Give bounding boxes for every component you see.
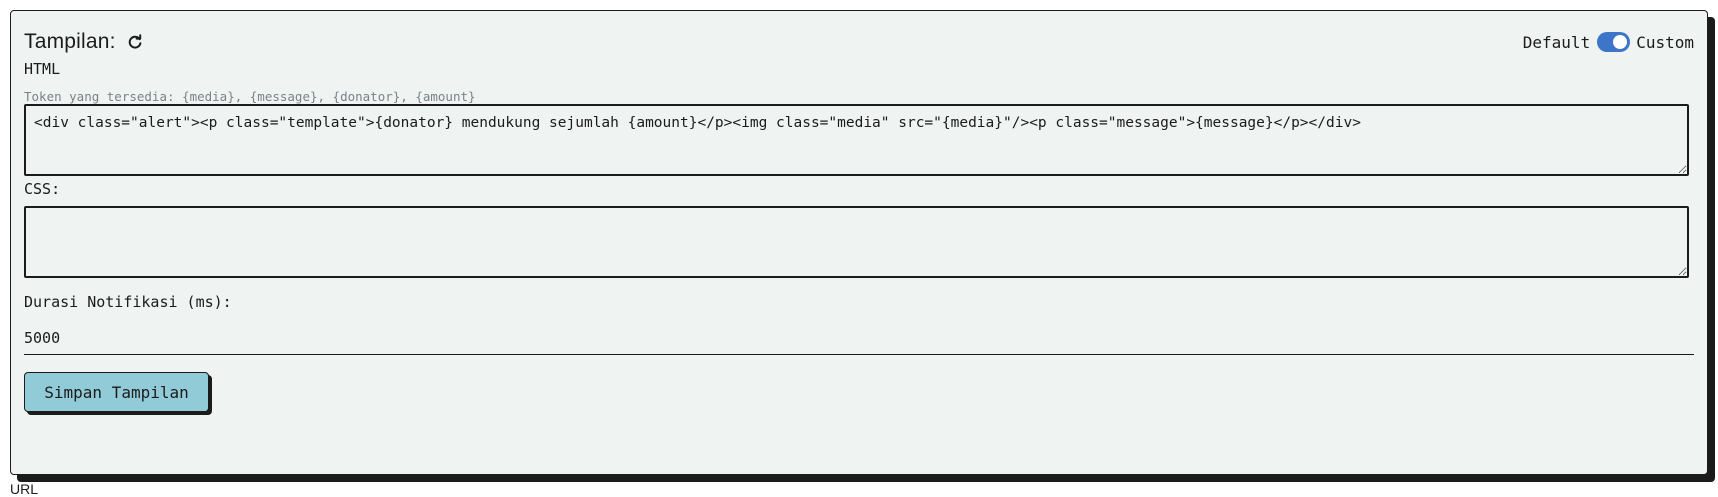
display-settings-panel: Tampilan: Default Custom HTML Token yang… bbox=[10, 10, 1708, 475]
toggle-knob bbox=[1613, 35, 1628, 49]
duration-underline bbox=[24, 354, 1694, 355]
title-group: Tampilan: bbox=[24, 30, 143, 54]
mode-toggle-group: Default Custom bbox=[1523, 32, 1694, 52]
refresh-icon[interactable] bbox=[127, 34, 143, 50]
duration-label: Durasi Notifikasi (ms): bbox=[24, 293, 232, 311]
toggle-label-custom[interactable]: Custom bbox=[1636, 32, 1694, 52]
panel-title: Tampilan: bbox=[24, 30, 116, 53]
css-input[interactable] bbox=[24, 206, 1689, 278]
html-label: HTML bbox=[24, 60, 61, 78]
css-label: CSS: bbox=[24, 180, 61, 198]
html-template-input[interactable] bbox=[24, 104, 1689, 176]
panel-header: Tampilan: Default Custom bbox=[24, 27, 1694, 57]
save-display-button[interactable]: Simpan Tampilan bbox=[24, 372, 209, 412]
toggle-label-default[interactable]: Default bbox=[1522, 32, 1591, 52]
url-section-label-cut: URL bbox=[10, 481, 39, 497]
mode-toggle-switch[interactable] bbox=[1597, 32, 1631, 52]
tokens-hint: Token yang tersedia: {media}, {message},… bbox=[24, 89, 476, 104]
duration-input[interactable]: 5000 bbox=[24, 329, 61, 347]
